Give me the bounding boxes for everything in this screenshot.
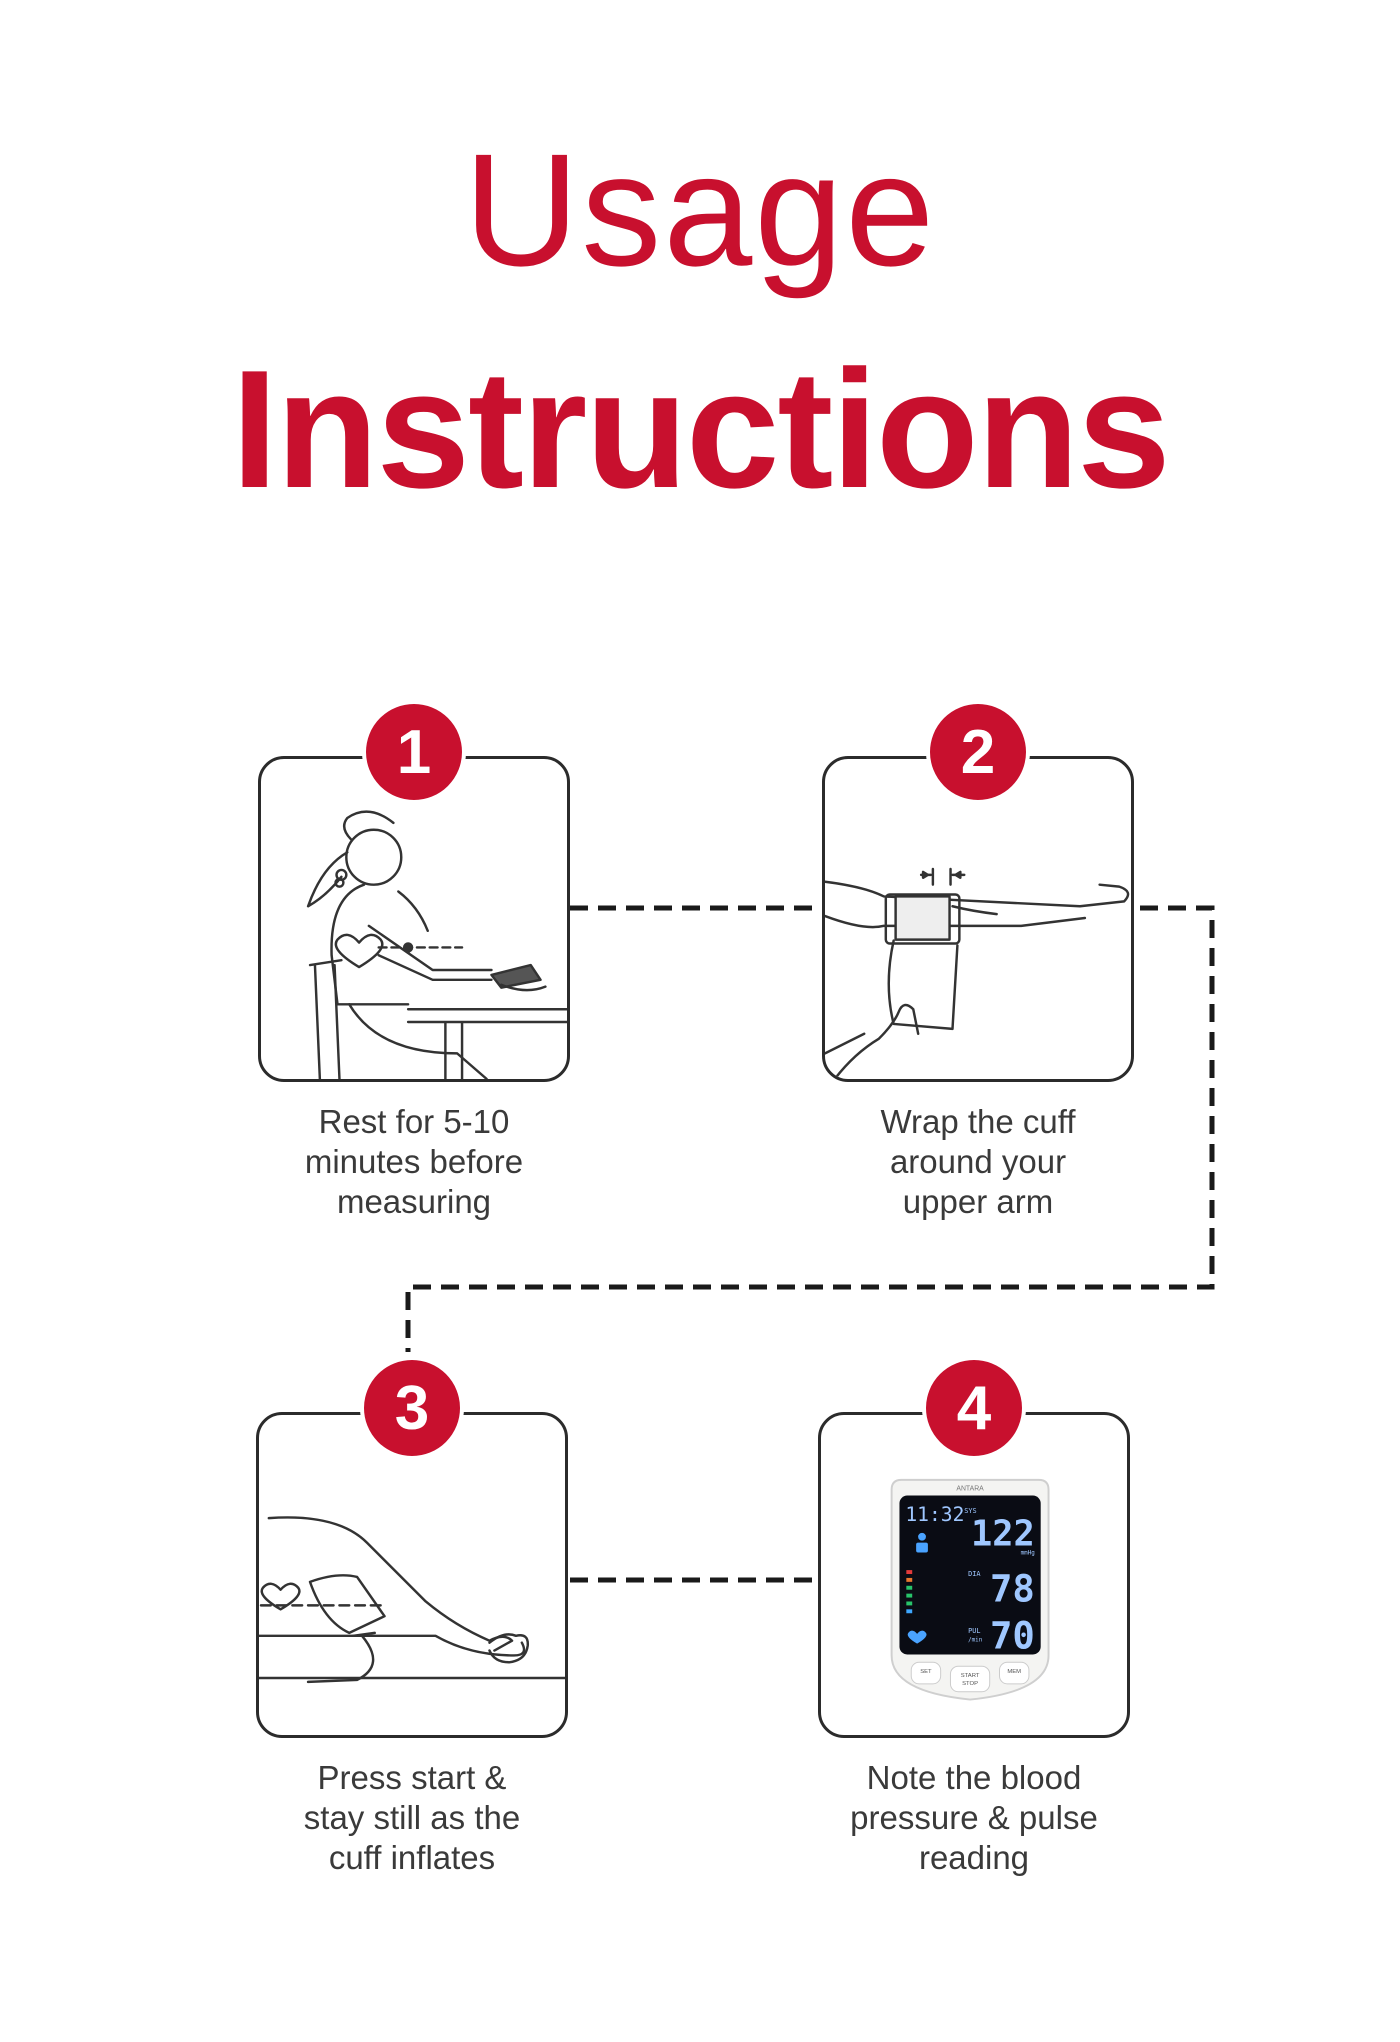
monitor-brand: ANTARA [956,1486,984,1493]
svg-text:MEM: MEM [1007,1669,1021,1675]
mem-button [999,1661,1030,1685]
step-3-number-badge: 3 [360,1356,464,1460]
arm-with-cuff-icon [259,1516,565,1684]
heart-icon [907,1630,927,1644]
step-4-caption: Note the blood pressure & pulse reading [850,1759,1098,1876]
step-4-illustration: ANTARA 11:32 SYS 122 mmHg DIA 78 PUL /mi… [818,1412,1130,1738]
connector-2-3 [405,905,1215,1352]
monitor-pul-value: 70 [990,1614,1035,1658]
monitor-sys-value: 122 [971,1514,1035,1555]
bp-indicator-bars [906,1570,913,1614]
user-icon [918,1532,926,1541]
step-1-caption: Rest for 5-10 minutes before measuring [304,1103,524,1220]
step-1-illustration [258,756,570,1082]
page-title-bold: Instructions [231,335,1170,523]
monitor-screen [899,1495,1041,1655]
svg-text:STOP: STOP [962,1681,978,1687]
cuff-wrap-arm-icon [825,867,1130,1079]
monitor-dia-label: DIA [968,1570,980,1578]
svg-text:SET: SET [920,1669,932,1675]
step-4-number-badge: 4 [922,1356,1026,1460]
step-3-illustration [256,1412,568,1738]
step-2-number-badge: 2 [926,700,1030,804]
monitor-pul-unit: /min [968,1638,983,1644]
start-stop-button [949,1665,991,1693]
step-2-illustration [822,756,1134,1082]
step-1-number-badge: 1 [362,700,466,804]
svg-text:START: START [961,1673,980,1679]
monitor-unit: mmHg [1021,1550,1035,1556]
set-button [910,1661,942,1685]
monitor-dia-value: 78 [990,1566,1035,1610]
monitor-pul-label: PUL [968,1627,980,1635]
page-title-light: Usage [463,120,937,299]
bp-monitor-icon: ANTARA 11:32 SYS 122 mmHg DIA 78 PUL /mi… [890,1478,1050,1701]
seated-woman-icon [306,810,567,1079]
step-3-caption: Press start & stay still as the cuff inf… [303,1759,521,1876]
step-2-caption: Wrap the cuff around your upper arm [880,1103,1076,1220]
monitor-sys-label: SYS [964,1507,976,1515]
monitor-time: 11:32 [905,1503,964,1526]
